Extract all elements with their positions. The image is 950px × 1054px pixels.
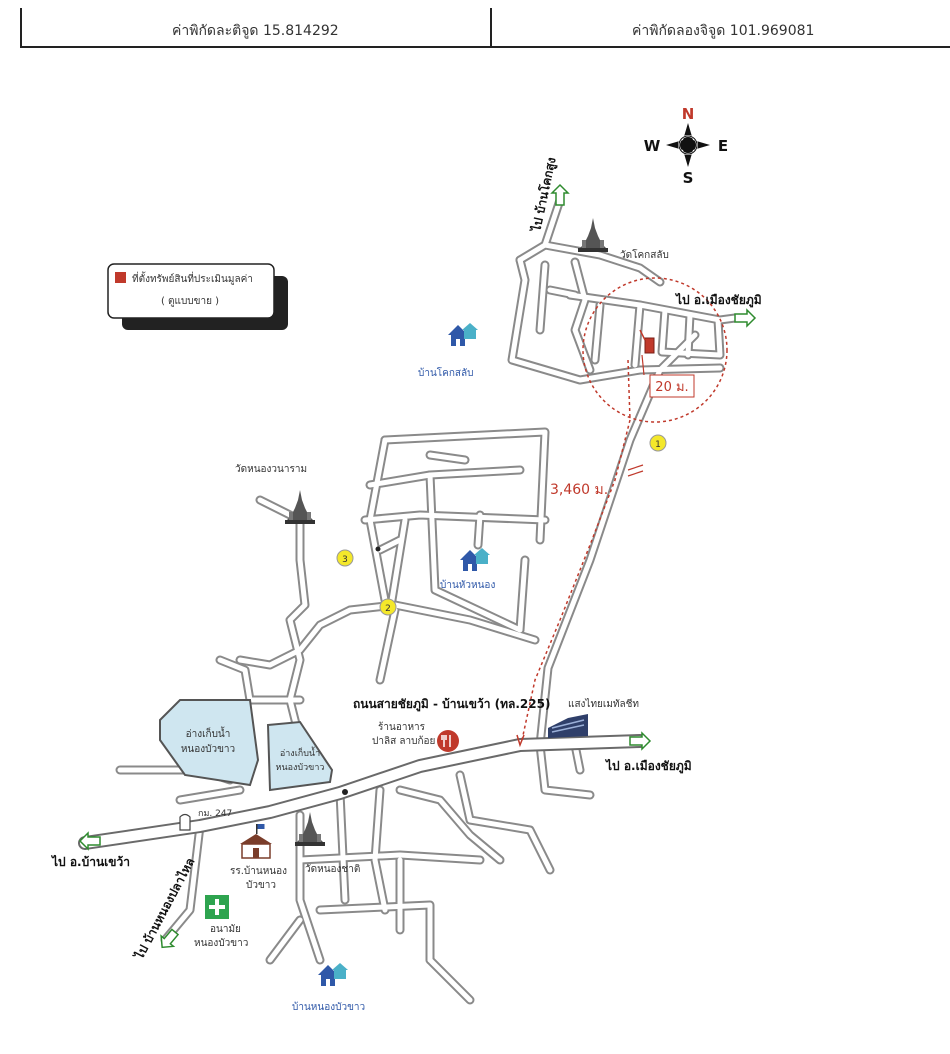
subject-pointer [639, 329, 646, 341]
svg-text:2: 2 [385, 604, 391, 614]
health-center-icon [205, 895, 229, 919]
reservoir-left: อ่างเก็บน้ำ หนองบัวขาว [159, 699, 260, 787]
school-icon [240, 824, 272, 859]
reservoir-left-label1: อ่างเก็บน้ำ [186, 726, 231, 740]
marker-3-point [375, 546, 381, 552]
arrow-east-top [734, 308, 757, 328]
label-wat-nong-chati: วัดหนองชาติ [305, 864, 360, 875]
header-divider [490, 8, 492, 46]
legend-swatch [115, 272, 126, 283]
marker-1: 1 [649, 434, 667, 452]
coordinates-header: ค่าพิกัดละติจูด 15.814292 ค่าพิกัดลองจิจ… [20, 8, 950, 48]
route-dashed-line [521, 359, 631, 741]
latitude-text: ค่าพิกัดละติจูด 15.814292 [172, 23, 339, 39]
compass-w: W [644, 137, 661, 155]
temple-icon-wat-khok-salab [578, 218, 608, 252]
label-km-marker: กม. 247 [198, 809, 232, 819]
label-school-1: รร.บ้านหนอง [230, 865, 287, 877]
distance-20-box [649, 374, 695, 398]
label-school-2: บัวขาว [246, 880, 276, 891]
restaurant-icon [437, 730, 459, 752]
label-restaurant-name: ปาลิส ลาบก้อย [372, 735, 435, 747]
house-icon-ban-khok-salab [448, 323, 478, 346]
label-wat-khok-salab: วัดโคกสลับ [620, 248, 669, 261]
legend-line2: ( ตูแบบขาย ) [161, 296, 219, 307]
km-marker-icon [179, 813, 191, 831]
svg-text:3: 3 [342, 555, 348, 565]
reservoir-right-label2: หนองบัวขาว [276, 763, 325, 773]
label-to-mueang-top: ไป อ.เมืองชัยภูมิ [674, 292, 762, 308]
label-to-ban-khwao: ไป อ.บ้านเขว้า [50, 854, 130, 869]
label-wat-nong-wanaram: วัดหนองวนาราม [235, 464, 307, 475]
marker-3: 3 [336, 549, 354, 567]
reservoir-right-label1: อ่างเก็บน้ำ [280, 746, 320, 759]
distance-20-label: 20 ม. [655, 380, 688, 395]
legend-line1: ที่ตั้งทรัพย์สินที่ประเมินมูลค่า [132, 271, 253, 285]
reservoir-left-label2: หนองบัวขาว [181, 744, 235, 755]
temple-icon-wat-nong-wanaram [285, 490, 315, 524]
label-main-road: ถนนสายชัยภูมิ - บ้านเขว้า (ทล.225) [353, 697, 550, 712]
arrow-north-ban-khok-sung [550, 183, 570, 206]
label-health-1: อนามัย [210, 924, 241, 935]
arrow-southwest [160, 928, 180, 949]
compass-n: N [682, 105, 695, 123]
label-ban-khok-salab: บ้านโคกสลับ [418, 366, 474, 379]
longitude-text: ค่าพิกัดลองจิจูด 101.969081 [632, 23, 815, 39]
distance-3460-label: 3,460 ม. [550, 482, 608, 498]
legend-box: ที่ตั้งทรัพย์สินที่ประเมินมูลค่า ( ตูแบบ… [107, 263, 288, 330]
compass-rose: N S E W [644, 105, 728, 187]
subject-property-marker[interactable] [644, 337, 655, 354]
label-restaurant: ร้านอาหาร [378, 721, 426, 733]
reservoir-right: อ่างเก็บน้ำ หนองบัวขาว [266, 720, 334, 792]
arrow-east-bottom [629, 731, 652, 751]
label-factory: แสงไทยเมทัลชีท [568, 698, 639, 710]
route-arrow-head [516, 734, 525, 748]
road-break-mark [627, 464, 644, 477]
subject-radius-circle [582, 277, 728, 423]
label-ban-hua-nong: บ้านหัวหนอง [440, 579, 495, 591]
marker-2: 2 [379, 598, 397, 616]
arrow-west [78, 831, 101, 851]
label-ban-nong-bua-khao: บ้านหนองบัวขาว [292, 1001, 365, 1013]
compass-s: S [683, 169, 694, 187]
compass-e: E [718, 137, 728, 155]
distance-20-line [641, 354, 645, 376]
label-health-2: หนองบัวขาว [194, 938, 248, 949]
factory-icon [548, 714, 588, 738]
junction-point [342, 789, 348, 795]
svg-text:1: 1 [655, 440, 661, 450]
house-icon-ban-hua-nong [460, 548, 490, 571]
label-to-mueang-bottom: ไป อ.เมืองชัยภูมิ [604, 758, 692, 774]
house-icon-ban-nong-bua-khao [318, 963, 348, 986]
